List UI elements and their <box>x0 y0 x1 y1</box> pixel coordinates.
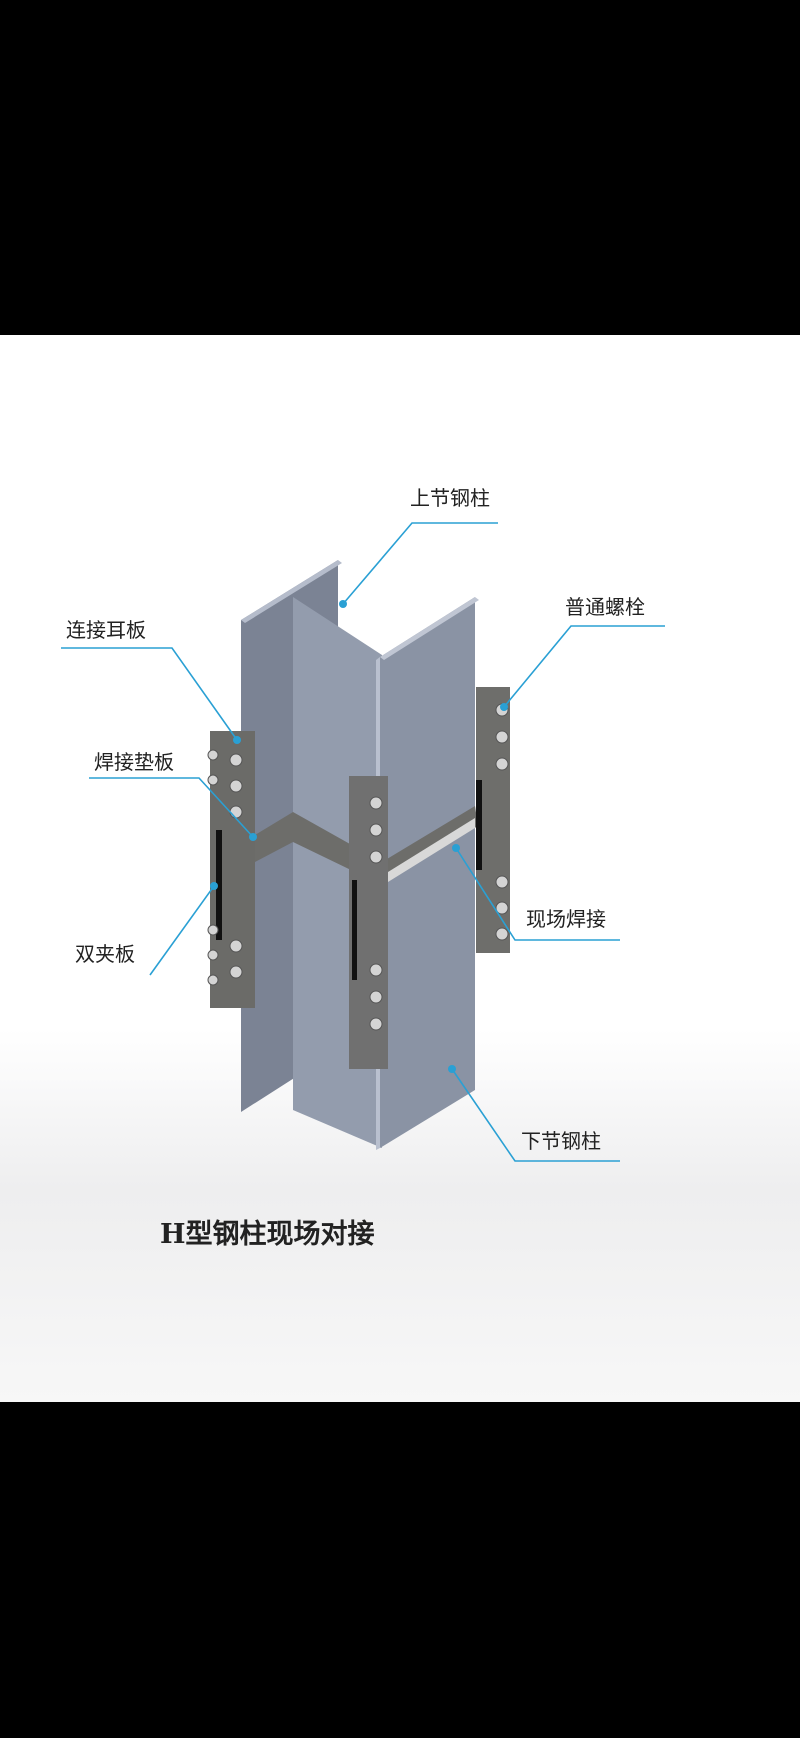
right-plate-slot <box>476 780 482 870</box>
left-plate-slot <box>216 830 222 940</box>
left-flange-edge <box>241 560 342 623</box>
label-upper-column: 上节钢柱 <box>410 486 490 510</box>
label-backing-plate: 焊接垫板 <box>94 750 174 774</box>
label-lower-column: 下节钢柱 <box>521 1129 601 1153</box>
label-bolt: 普通螺栓 <box>565 595 645 619</box>
bolts <box>207 703 509 1031</box>
leader-dots <box>210 600 508 1073</box>
field-weld-seam <box>388 818 475 882</box>
right-flange-top-edge <box>380 597 479 660</box>
middle-plate-slot <box>352 880 357 980</box>
right-flange <box>380 597 475 1148</box>
label-ear-plate: 连接耳板 <box>66 618 146 642</box>
weld-band <box>255 806 478 885</box>
diagram-title: H型钢柱现场对接 <box>160 1219 375 1250</box>
leader-lines <box>61 522 665 1162</box>
label-double-splice: 双夹板 <box>75 942 135 966</box>
label-field-weld: 现场焊接 <box>526 907 606 931</box>
